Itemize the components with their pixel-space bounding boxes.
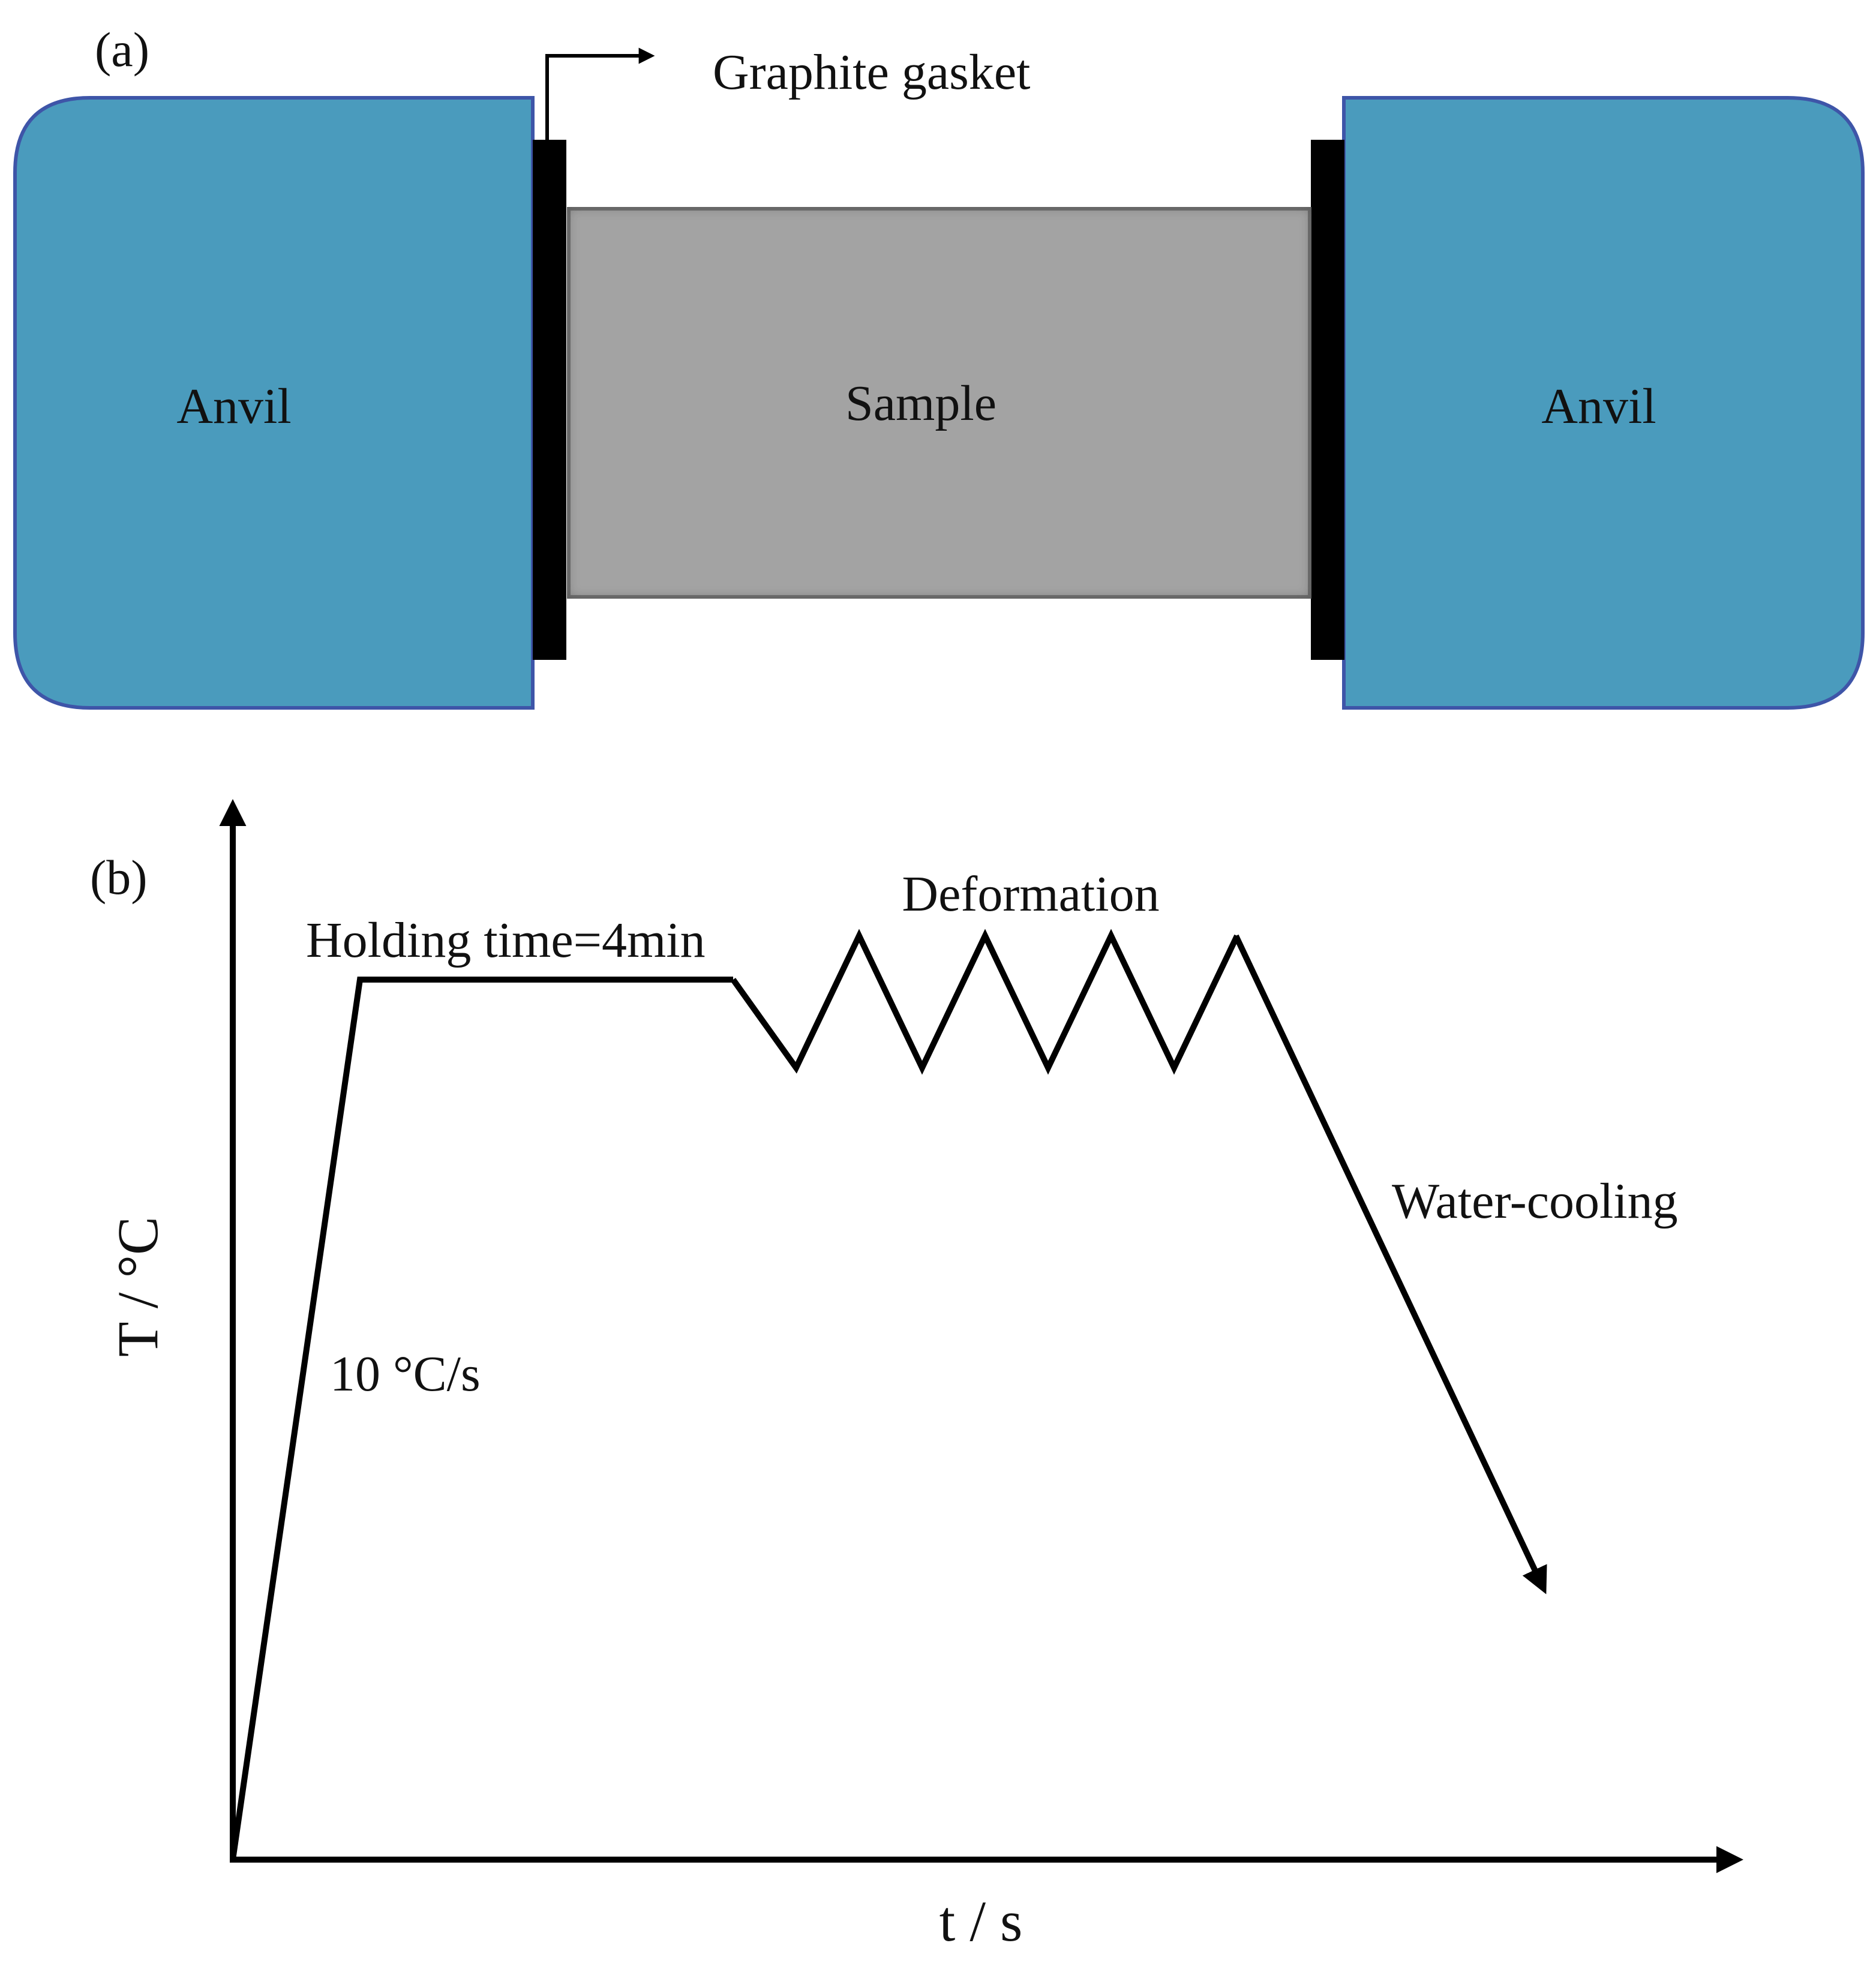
right-anvil [1342,96,1865,710]
right-graphite-gasket [1311,140,1344,660]
y-axis-label: T / °C [106,1217,170,1357]
water-cooling-curve [1233,934,1547,1594]
deformation-label: Deformation [902,866,1159,922]
sample-block [567,207,1311,599]
left-anvil-label: Anvil [176,379,291,434]
graphite-gasket-label: Graphite gasket [713,44,1030,100]
panel-b-label: (b) [90,850,148,905]
gasket-pointer-arrow [545,47,655,140]
right-anvil-label: Anvil [1541,379,1656,434]
sample-label: Sample [845,376,996,431]
panel-b: (b) T / °C t / s 10 °C/s Holding time=4m… [90,799,1743,1953]
panel-a-label: (a) [95,22,149,77]
water-cooling-label: Water-cooling [1392,1173,1678,1229]
left-graphite-gasket [533,140,566,660]
left-anvil [13,96,535,710]
heating-holding-curve [230,977,733,1860]
heating-rate-label: 10 °C/s [330,1346,481,1402]
x-axis-label: t / s [939,1889,1023,1953]
panel-a: (a) Anvil Anvil Sample Graphite gasket [13,22,1865,710]
deformation-zigzag [730,929,1240,1075]
holding-time-label: Holding time=4min [306,912,706,968]
